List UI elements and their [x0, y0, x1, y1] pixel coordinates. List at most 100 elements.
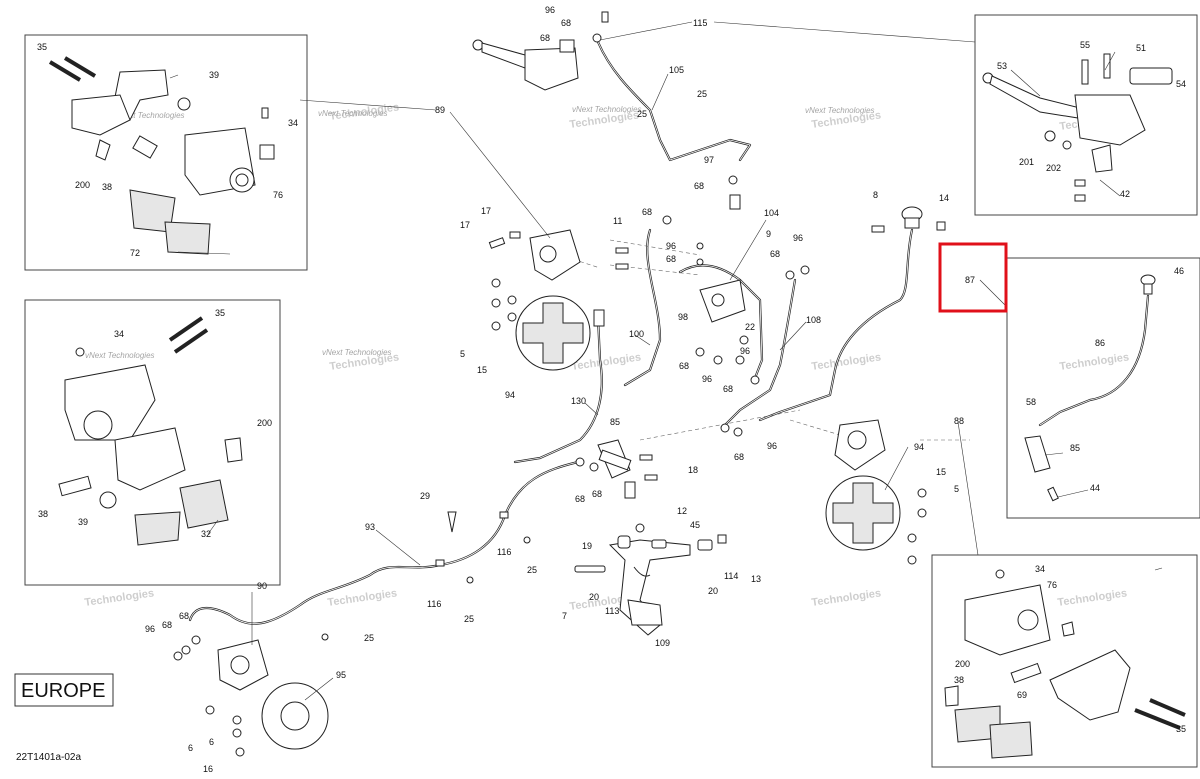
callout-number: 105 — [669, 65, 684, 75]
callout-number: 76 — [273, 190, 283, 200]
callout-number: 109 — [655, 638, 670, 648]
region-label-box — [14, 673, 114, 707]
diagram-code: 22T1401a-02a — [16, 752, 81, 763]
callout-number: 6 — [209, 737, 214, 747]
callout-number: 58 — [1026, 397, 1036, 407]
callout-number: 68 — [770, 249, 780, 259]
caliper-assembly-bottom-right — [944, 569, 1186, 759]
callout-number: 44 — [1090, 483, 1100, 493]
callout-number: 115 — [693, 18, 707, 28]
callout-number: 5 — [954, 484, 959, 494]
inset-panel-right-reservoir — [1006, 257, 1200, 519]
callout-number: 96 — [702, 374, 712, 384]
callout-number: 19 — [582, 541, 592, 551]
callout-number: 68 — [592, 489, 602, 499]
callout-number: 116 — [497, 547, 511, 557]
callout-number: 100 — [629, 329, 644, 339]
watermark-text: Technologies — [811, 351, 882, 373]
watermark-text: Technologies — [84, 587, 155, 609]
callout-number: 113 — [605, 606, 619, 616]
callout-number: 20 — [589, 592, 599, 602]
callout-number: 38 — [38, 509, 48, 519]
callout-number: 20 — [708, 586, 718, 596]
callout-number: 87 — [965, 275, 975, 285]
callout-number: 90 — [257, 581, 267, 591]
callout-number: 39 — [78, 517, 88, 527]
watermark-text: vNext Technologies — [322, 348, 392, 357]
callout-number: 32 — [201, 529, 211, 539]
callout-number: 94 — [914, 442, 924, 452]
callout-number: 29 — [420, 491, 430, 501]
callout-number: 15 — [477, 365, 487, 375]
highlight-box — [938, 242, 1008, 313]
callout-number: 11 — [613, 216, 622, 226]
callout-number: 68 — [734, 452, 744, 462]
callout-number: 86 — [1095, 338, 1105, 348]
callout-number: 96 — [545, 5, 555, 15]
callout-number: 8 — [873, 190, 878, 200]
watermark-text: vNext Technologies — [115, 111, 185, 120]
callout-number: 25 — [527, 565, 537, 575]
callout-number: 68 — [561, 18, 571, 28]
callout-number: 116 — [427, 599, 441, 609]
callout-number: 38 — [102, 182, 112, 192]
callout-number: 25 — [637, 109, 647, 119]
watermark-text: vNext Technologies — [85, 351, 155, 360]
callout-number: 18 — [688, 465, 698, 475]
callout-number: 202 — [1046, 163, 1061, 173]
callout-number: 7 — [562, 611, 567, 621]
callout-number: 35 — [215, 308, 225, 318]
callout-numbers: 96 68 68 115 105 25 25 97 68 8 14 87 89 … — [37, 5, 1186, 774]
callout-number: 14 — [939, 193, 949, 203]
callout-number: 200 — [75, 180, 90, 190]
callout-number: 72 — [130, 248, 140, 258]
caliper-assembly-left — [58, 316, 243, 546]
callout-number: 38 — [954, 675, 964, 685]
main-components — [173, 11, 946, 757]
callout-number: 45 — [690, 520, 700, 530]
callout-number: 68 — [179, 611, 189, 621]
callout-number: 94 — [505, 390, 515, 400]
watermark-text: vNext Technologies — [572, 105, 642, 114]
callout-number: 34 — [1035, 564, 1045, 574]
callout-number: 96 — [666, 241, 676, 251]
callout-number: 5 — [460, 349, 465, 359]
watermark-text: vNext Technologies — [805, 106, 875, 115]
callout-number: 68 — [666, 254, 676, 264]
callout-number: 68 — [575, 494, 585, 504]
watermark-text: vNext Technologies — [318, 109, 388, 118]
callout-number: 104 — [764, 208, 779, 218]
callout-number: 51 — [1136, 43, 1146, 53]
watermark-text: Technologies — [327, 587, 398, 609]
callout-number: 68 — [642, 207, 652, 217]
callout-number: 114 — [724, 571, 738, 581]
callout-number: 96 — [740, 346, 750, 356]
callout-number: 35 — [1176, 724, 1186, 734]
callout-number: 9 — [766, 229, 771, 239]
callout-number: 97 — [704, 155, 714, 165]
callout-number: 13 — [751, 574, 761, 584]
watermark-text: Technologies — [811, 587, 882, 609]
callout-number: 96 — [793, 233, 803, 243]
callout-number: 25 — [364, 633, 374, 643]
callout-number: 68 — [694, 181, 704, 191]
caliper-assembly-top-left — [48, 56, 275, 255]
callout-number: 25 — [697, 89, 707, 99]
callout-number: 85 — [1070, 443, 1080, 453]
leader-lines — [169, 21, 1163, 701]
callout-number: 17 — [460, 220, 470, 230]
callout-number: 201 — [1019, 157, 1034, 167]
callout-number: 93 — [365, 522, 375, 532]
callout-number: 6 — [188, 743, 193, 753]
callout-number: 16 — [203, 764, 213, 774]
callout-number: 39 — [209, 70, 219, 80]
callout-number: 76 — [1047, 580, 1057, 590]
callout-number: 85 — [610, 417, 620, 427]
callout-number: 17 — [481, 206, 491, 216]
callout-number: 96 — [767, 441, 777, 451]
callout-number: 68 — [679, 361, 689, 371]
callout-number: 25 — [464, 614, 474, 624]
callout-number: 46 — [1174, 266, 1184, 276]
callout-number: 35 — [37, 42, 47, 52]
